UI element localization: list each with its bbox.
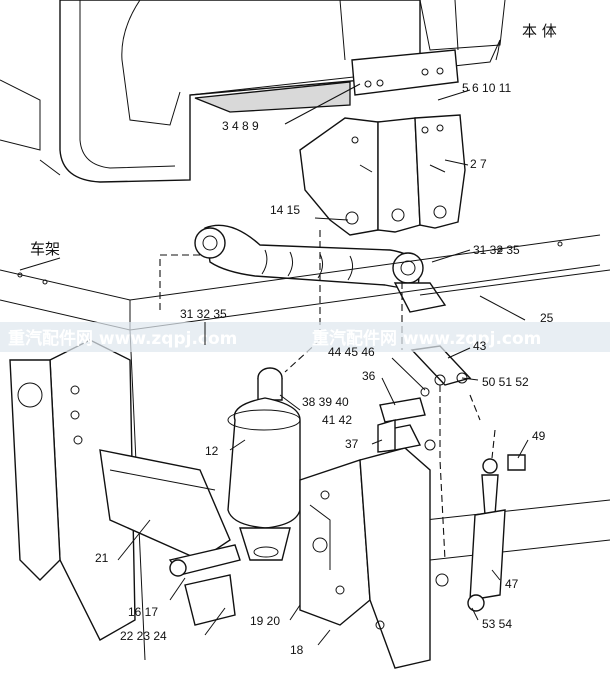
hanger-bracket <box>299 114 466 236</box>
stabilizer-link <box>194 224 447 313</box>
frame-bracket-left <box>9 339 241 641</box>
label-36: 36 <box>362 369 376 383</box>
label-53-54: 53 54 <box>482 617 512 631</box>
label-21: 21 <box>95 551 109 565</box>
label-body: 本 体 <box>522 22 557 40</box>
label-22-23-24: 22 23 24 <box>120 629 167 643</box>
center-bracket <box>299 447 431 669</box>
watermark-right: 重汽配件网 www.zqpj.com <box>312 328 541 349</box>
label-frame: 车架 <box>30 240 60 258</box>
label-47: 47 <box>505 577 519 591</box>
label-38-39-40: 38 39 40 <box>302 395 349 409</box>
label-5-6-10-11: 5 6 10 11 <box>462 81 511 95</box>
leveling-valve <box>377 345 472 453</box>
watermark-band: 重汽配件网 www.zqpj.com 重汽配件网 www.zqpj.com <box>0 322 610 352</box>
leader-lines <box>19 39 529 646</box>
label-43: 43 <box>473 339 487 353</box>
shock-absorber <box>435 454 526 612</box>
watermark-left: 重汽配件网 www.zqpj.com <box>8 328 237 349</box>
label-18: 18 <box>290 643 304 657</box>
label-25: 25 <box>540 311 554 325</box>
label-16-17: 16 17 <box>128 605 158 619</box>
label-31-32-35-right: 31 32 35 <box>473 243 520 257</box>
label-14-15: 14 15 <box>270 203 300 217</box>
upper-cab-bracket <box>339 0 459 96</box>
label-3-4-8-9: 3 4 8 9 <box>222 119 259 133</box>
air-spring <box>227 367 301 561</box>
label-2-7: 2 7 <box>470 157 487 171</box>
label-50-51-52: 50 51 52 <box>482 375 529 389</box>
label-49: 49 <box>532 429 546 443</box>
label-19-20: 19 20 <box>250 614 280 628</box>
label-41-42: 41 42 <box>322 413 352 427</box>
part-labels: 本 体 车架 5 6 10 11 3 4 8 9 2 7 14 15 31 32… <box>30 22 557 657</box>
label-31-32-35-left: 31 32 35 <box>180 307 227 321</box>
cab-body <box>0 0 506 183</box>
label-12: 12 <box>205 444 219 458</box>
label-37: 37 <box>345 437 359 451</box>
label-44-45-46: 44 45 46 <box>328 345 375 359</box>
